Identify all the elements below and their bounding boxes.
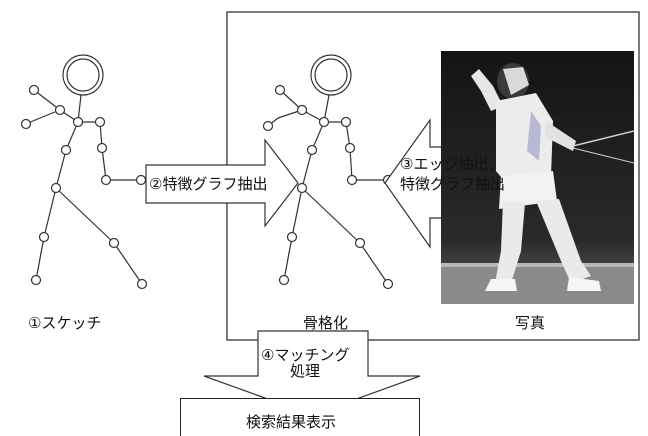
fencer-photo — [441, 51, 634, 304]
fencer-icon — [441, 51, 634, 304]
photo-label: 写真 — [515, 314, 546, 332]
skeleton-figure — [262, 54, 394, 290]
skeleton-label: 骨格化 — [303, 314, 349, 332]
matching-arrow — [203, 330, 421, 416]
edge-extract-label-1: ③エッジ抽出、 — [400, 155, 504, 173]
matching-label-2: 処理 — [290, 362, 321, 380]
feature-graph-arrow — [145, 138, 299, 228]
feature-graph-label: ②特徴グラフ抽出 — [149, 175, 268, 193]
sketch-label: ①スケッチ — [28, 314, 102, 332]
matching-label-1: ④マッチング — [261, 346, 350, 364]
sketch-figure — [20, 54, 148, 290]
search-result-box — [180, 398, 420, 436]
search-result-label: 検索結果表示 — [246, 413, 337, 431]
edge-extract-label-2: 特徴グラフ抽出 — [400, 175, 506, 193]
